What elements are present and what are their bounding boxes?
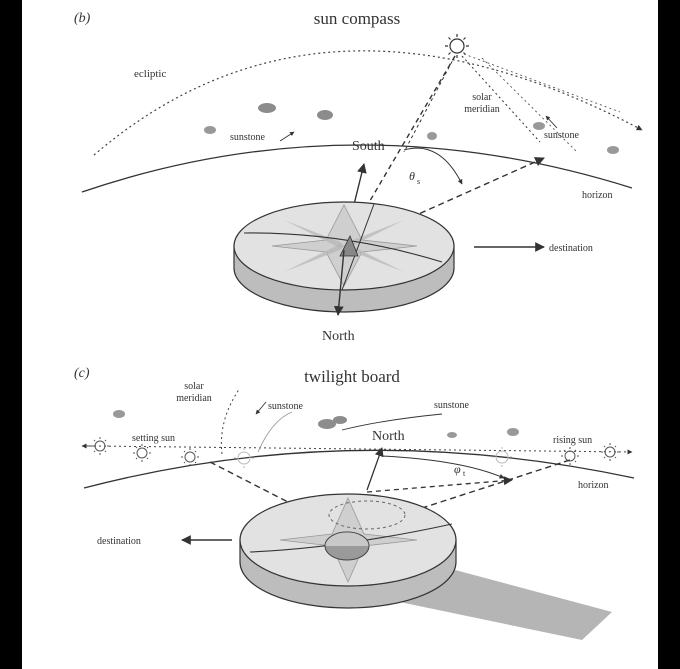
- setting-sun-label: setting sun: [132, 433, 175, 444]
- sunstone-label-right: sunstone: [544, 130, 580, 141]
- theta-label: θ: [409, 169, 415, 183]
- solar-meridian-line-b: [461, 55, 541, 143]
- sun-icon: [561, 447, 579, 465]
- rising-sun-label: rising sun: [553, 435, 592, 446]
- destination-ray-c: [366, 476, 513, 493]
- compass-north-south-line: [341, 203, 375, 291]
- sunlight-ray: [403, 55, 456, 153]
- sunstone-pointer-right: [545, 115, 558, 129]
- twilight-board-dial: [328, 500, 406, 530]
- sunstone-pointer-left: [279, 131, 295, 142]
- compass-direction-line: [243, 232, 443, 263]
- north-arrow-c: [366, 447, 384, 491]
- panel-c: (c) twilight board horizon solar meridia…: [74, 366, 635, 640]
- sunstone-blob: [333, 416, 347, 424]
- gnomon-top: [324, 531, 370, 547]
- sun-icon: [133, 444, 151, 462]
- panel-c-title: twilight board: [304, 367, 400, 386]
- horizon-line-c: [83, 449, 635, 489]
- north-arrow-b: [333, 249, 345, 316]
- ecliptic-label: ecliptic: [134, 68, 166, 80]
- sunstone-pointer-right-c: [341, 413, 443, 431]
- sunstone-blob: [447, 432, 457, 438]
- sunstone-blob: [258, 103, 276, 113]
- sunstone-pointer-left-c: [255, 401, 267, 415]
- south-label: South: [352, 139, 385, 154]
- phi-angle-arc: [381, 455, 505, 479]
- destination-label-b: destination: [549, 243, 593, 254]
- north-label-c: North: [372, 429, 405, 444]
- phi-subscript: t: [463, 469, 466, 478]
- sunstone-ray-c: [257, 411, 293, 453]
- panel-b-title: sun compass: [314, 9, 400, 28]
- sunstone-blob: [318, 419, 336, 429]
- sun-icon: [234, 448, 254, 468]
- twilight-board-disc: [239, 493, 457, 609]
- sunstone-blob: [204, 126, 216, 134]
- panel-b: (b) sun compass ecliptic horizon solar m…: [74, 9, 643, 344]
- sunstone-label-left-c: sunstone: [268, 401, 304, 412]
- sunstone-blob: [607, 146, 619, 154]
- sunstone-label-right-c: sunstone: [434, 400, 470, 411]
- destination-label-c: destination: [97, 536, 141, 547]
- horizon-label-c: horizon: [578, 480, 609, 491]
- solar-meridian-label-c-2: meridian: [176, 393, 212, 404]
- star-compass-rose-icon: [271, 204, 418, 287]
- sunstone-blob: [317, 110, 333, 120]
- sun-icon: [91, 437, 109, 455]
- panel-c-label: (c): [74, 366, 90, 381]
- horizon-line-b: [81, 144, 633, 193]
- panel-b-label: (b): [74, 11, 91, 26]
- ecliptic-arc: [93, 50, 643, 156]
- theta-subscript: s: [417, 177, 420, 186]
- sunstone-blob: [533, 122, 545, 130]
- sun-icon: [445, 34, 469, 58]
- sunstone-blob: [507, 428, 519, 436]
- sunstone-blob: [113, 410, 125, 418]
- sun-icon: [181, 448, 199, 466]
- solar-meridian-label-1: solar: [472, 92, 492, 103]
- sunstone-ray-b: [481, 57, 578, 153]
- sunstone-label-left: sunstone: [230, 132, 266, 143]
- solar-meridian-label-2: meridian: [464, 104, 500, 115]
- sun-icon: [601, 443, 619, 461]
- phi-label: φ: [454, 462, 461, 476]
- theta-angle-arc: [403, 147, 463, 185]
- solar-meridian-line-c: [220, 387, 241, 455]
- north-label-b: North: [322, 329, 355, 344]
- solar-meridian-label-c-1: solar: [184, 381, 204, 392]
- sunstone-blob: [427, 132, 437, 140]
- horizon-label-b: horizon: [582, 190, 613, 201]
- diagram-svg: (b) sun compass ecliptic horizon solar m…: [74, 9, 643, 640]
- figure: (b) sun compass ecliptic horizon solar m…: [22, 0, 658, 669]
- sun-path-line: [93, 445, 633, 455]
- sun-icon: [492, 447, 512, 467]
